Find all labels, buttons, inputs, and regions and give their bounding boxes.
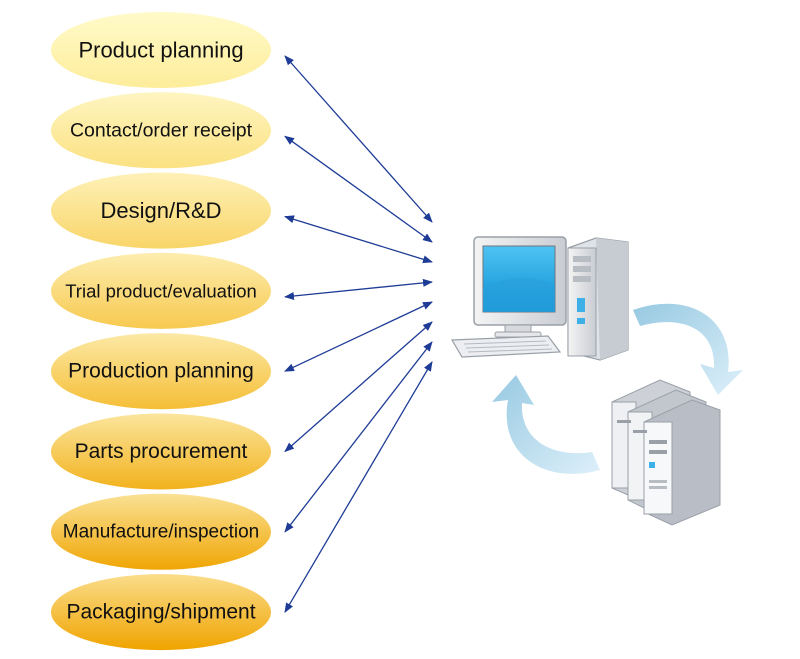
stage-label: Contact/order receipt bbox=[70, 119, 253, 141]
desktop-computer-icon bbox=[450, 236, 629, 361]
stage-item: Manufacture/inspection bbox=[51, 493, 271, 570]
stage-ellipse bbox=[51, 12, 271, 88]
stage-item: Parts procurement bbox=[51, 413, 271, 490]
connection-arrow bbox=[284, 135, 433, 243]
server-rack-icon bbox=[611, 379, 721, 526]
stage-label: Production planning bbox=[68, 360, 254, 383]
stage-item: Contact/order receipt bbox=[51, 92, 271, 169]
connection-arrow bbox=[284, 341, 433, 533]
stage-ellipse bbox=[51, 493, 271, 570]
stage-label: Product planning bbox=[78, 38, 243, 63]
connection-arrow bbox=[284, 215, 433, 264]
connection-arrow bbox=[284, 55, 433, 223]
stage-ellipse bbox=[51, 333, 271, 410]
stage-item: Packaging/shipment bbox=[51, 574, 271, 651]
connection-arrow bbox=[284, 278, 433, 300]
stage-label: Parts procurement bbox=[75, 440, 248, 463]
connection-arrow bbox=[284, 321, 433, 453]
stage-label: Manufacture/inspection bbox=[63, 521, 259, 542]
stage-label: Design/R&D bbox=[100, 198, 221, 223]
stage-ellipse bbox=[51, 413, 271, 490]
stage-item: Product planning bbox=[51, 12, 271, 88]
stage-item: Production planning bbox=[51, 333, 271, 410]
stage-label: Trial product/evaluation bbox=[65, 280, 257, 301]
stage-ellipse bbox=[51, 92, 271, 169]
stage-ellipse bbox=[51, 574, 271, 651]
stage-ellipse bbox=[51, 252, 271, 329]
stage-item: Design/R&D bbox=[51, 172, 271, 249]
stage-item: Trial product/evaluation bbox=[51, 252, 271, 329]
stage-label: Packaging/shipment bbox=[66, 601, 255, 624]
stage-ellipse bbox=[51, 172, 271, 249]
sync-cycle-arrows-icon bbox=[492, 303, 743, 474]
connection-arrow bbox=[284, 361, 433, 613]
connection-arrow bbox=[284, 301, 433, 372]
connection-arrows bbox=[284, 55, 433, 613]
